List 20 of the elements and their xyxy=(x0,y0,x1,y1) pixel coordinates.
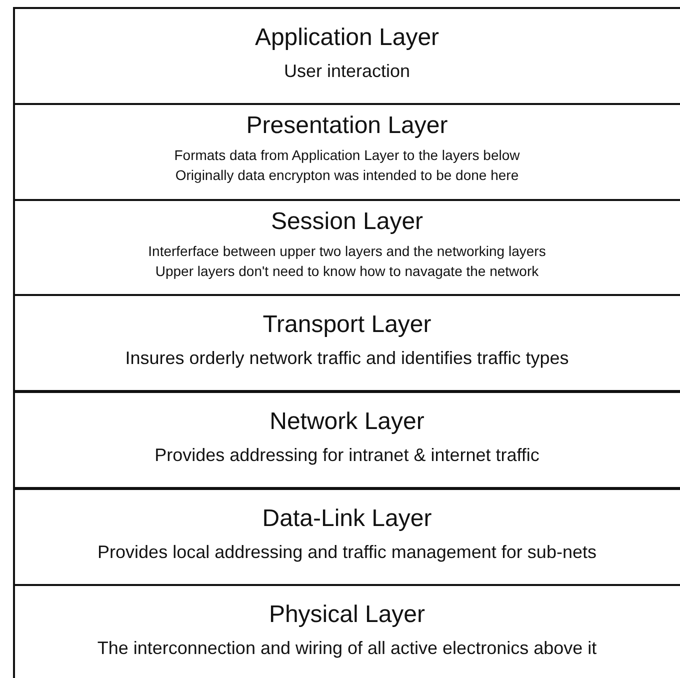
layer-title: Application Layer xyxy=(254,23,440,53)
layer-description: Interferface between upper two layers and the networking layers xyxy=(148,242,546,261)
layer-title: Data-Link Layer xyxy=(262,504,432,534)
layer-title: Presentation Layer xyxy=(246,111,448,141)
layer-box xyxy=(13,488,680,586)
layer-box xyxy=(13,7,680,105)
layer-box xyxy=(13,294,680,392)
layer-title: Session Layer xyxy=(270,207,424,237)
layer-description: Provides addressing for intranet & internet traffic xyxy=(154,444,540,467)
layer-title: Physical Layer xyxy=(268,600,426,630)
layer-description: Insures orderly network traffic and identifies traffic types xyxy=(125,347,569,370)
layer-description: Upper layers don't need to know how to navagate the network xyxy=(155,262,539,281)
layer-description: The interconnection and wiring of all active electronics above it xyxy=(97,637,597,660)
layer-description: Formats data from Application Layer to the layers below xyxy=(174,146,520,165)
layer-description: Originally data encrypton was intended to be done here xyxy=(175,166,519,185)
layer-title: Transport Layer xyxy=(262,310,432,340)
layer-description: Provides local addressing and traffic management for sub-nets xyxy=(98,541,596,564)
layer-title: Network Layer xyxy=(270,407,424,437)
layer-description: User interaction xyxy=(284,60,410,83)
layer-box xyxy=(13,391,680,489)
